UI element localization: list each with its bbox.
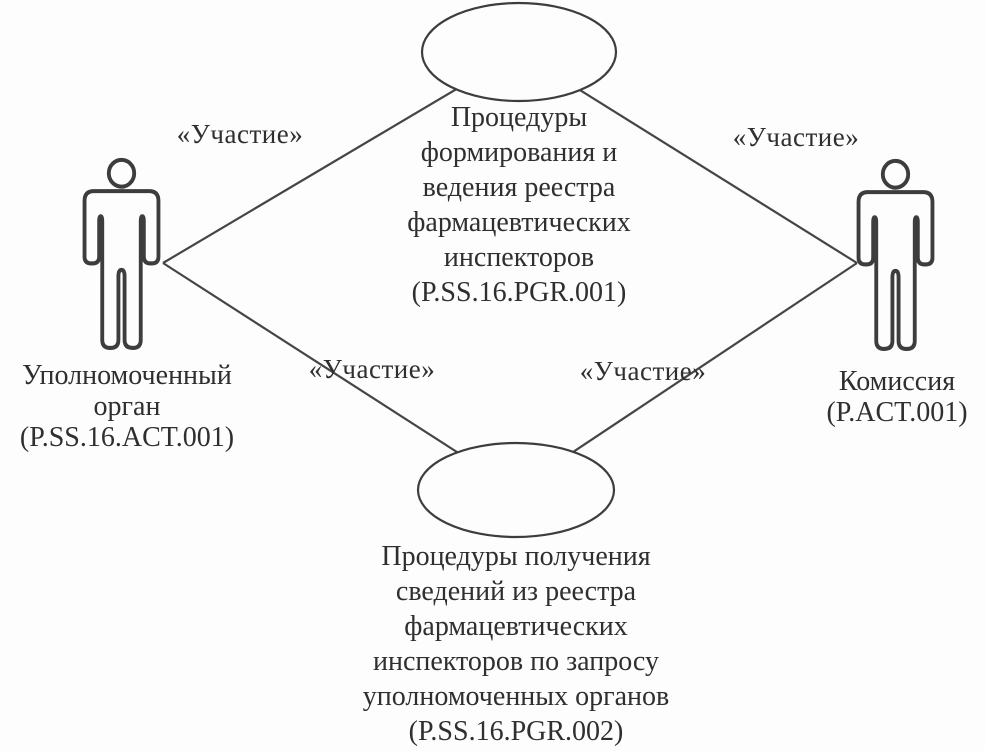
actor-icon-left — [85, 160, 159, 348]
usecase-label-line: Процедуры получения — [381, 541, 651, 572]
actor-label-line: (P.ACT.001) — [826, 397, 968, 428]
usecase-label-line: инспекторов — [443, 242, 595, 273]
actor-label-line: Комиссия — [838, 366, 956, 397]
usecase-label-line: Процедуры — [450, 102, 588, 133]
usecase-top-label: Процедуры формирования и ведения реестра… — [407, 100, 630, 310]
usecase-label-line: сведений из реестра — [395, 576, 637, 607]
actor-icon-right — [859, 161, 933, 349]
usecase-ellipse-bottom — [416, 441, 616, 539]
usecase-label-line: формирования и — [420, 137, 618, 168]
actor-left-label: Уполномоченный орган (P.SS.16.ACT.001) — [20, 360, 234, 453]
actor-label-line: Уполномоченный — [22, 360, 232, 391]
usecase-label-line: фармацевтических — [404, 611, 628, 642]
usecase-label-line: (P.SS.16.PGR.001) — [411, 277, 627, 308]
edge-label-right-top: «Участие» — [732, 122, 860, 152]
usecase-label-line: уполномоченных органов — [362, 681, 670, 712]
usecase-label-line: ведения реестра — [422, 172, 616, 203]
usecase-label-line: инспекторов по запросу — [373, 646, 659, 677]
edge-label-left-top: «Участие» — [176, 119, 304, 149]
actor-label-line: орган — [93, 391, 161, 422]
edge-label-right-bottom: «Участие» — [579, 356, 707, 386]
actor-label-line: (P.SS.16.ACT.001) — [19, 422, 235, 453]
usecase-label-line: (P.SS.16.PGR.002) — [408, 716, 624, 747]
usecase-ellipse-top — [420, 1, 618, 103]
actor-right-label: Комиссия (P.ACT.001) — [826, 366, 967, 428]
edge-label-left-bottom: «Участие» — [308, 354, 436, 384]
usecase-bottom-label: Процедуры получения сведений из реестра … — [363, 539, 669, 749]
usecase-label-line: фармацевтических — [407, 207, 631, 238]
